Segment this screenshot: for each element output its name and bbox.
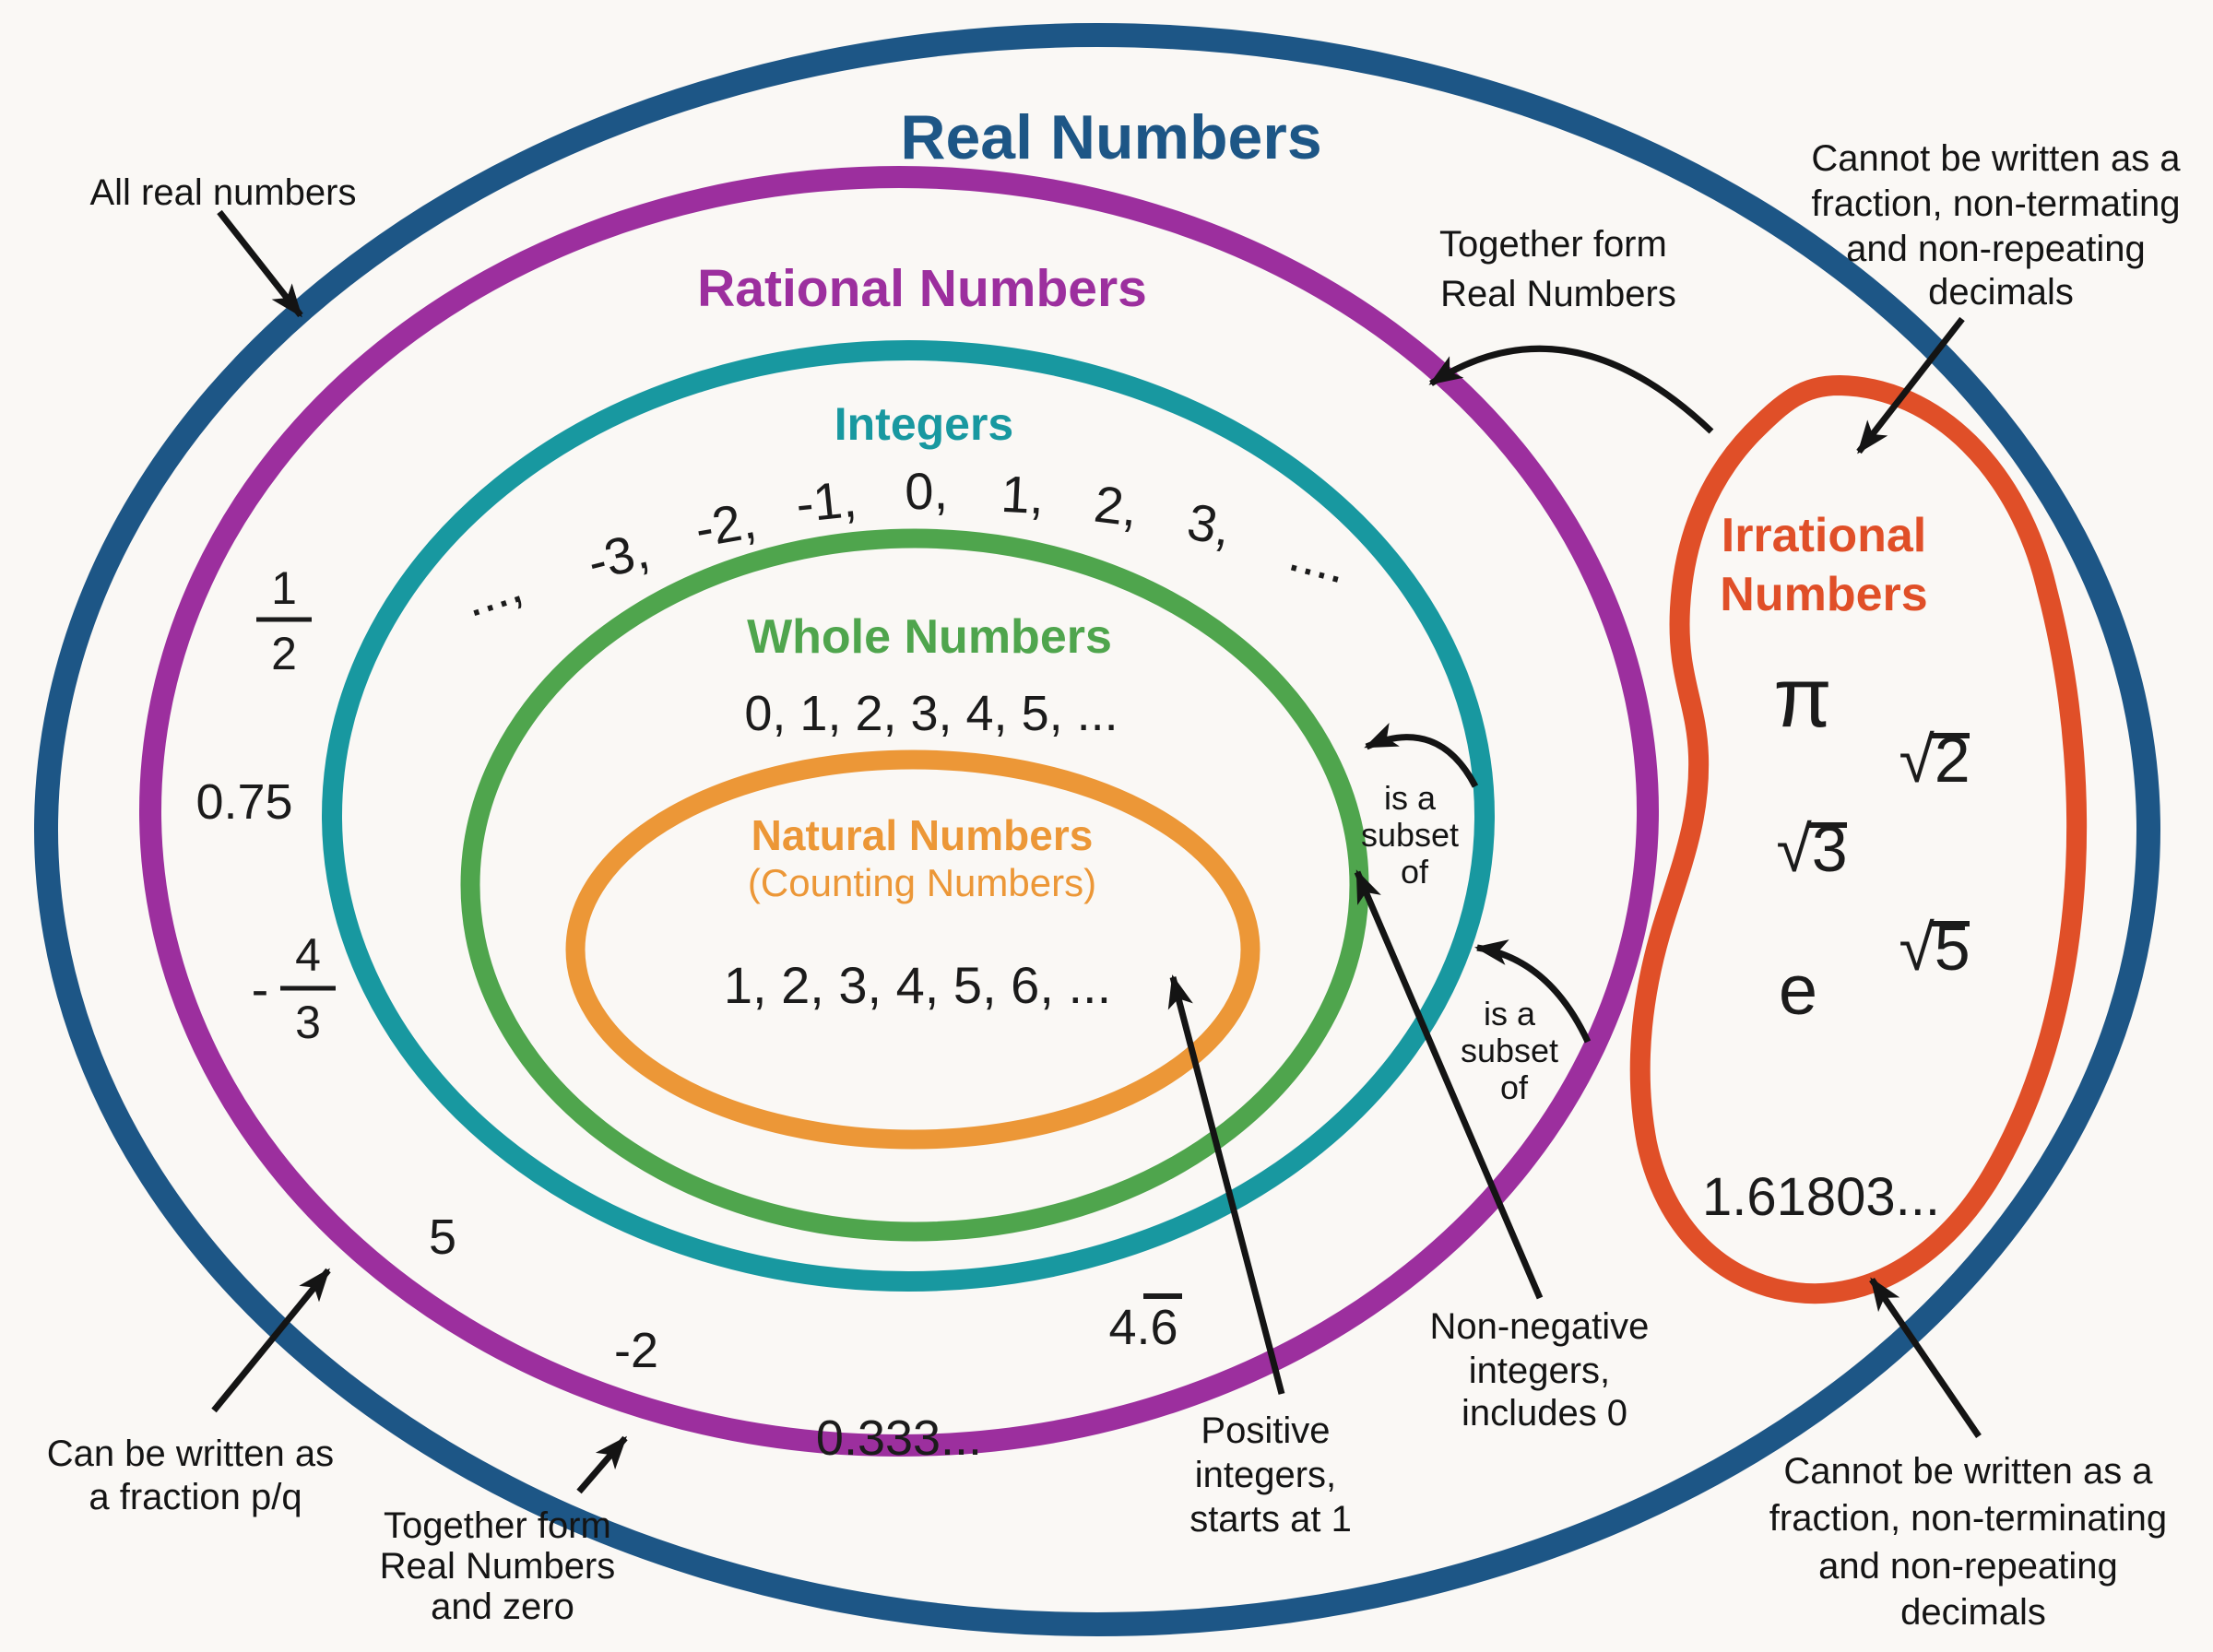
example-sqrt2: √2 — [1899, 724, 1970, 796]
counting-numbers-sublabel: (Counting Numbers) — [748, 861, 1096, 904]
arrow-cannot-top-to-blob — [1856, 316, 1965, 454]
annotation-line: decimals — [1900, 1592, 2046, 1633]
arrow-nonnegative-to-green-ring — [1354, 869, 1544, 1300]
annotation-positive-integers: Positive integers, starts at 1 — [1189, 1410, 1352, 1540]
fraction-denominator: 2 — [271, 628, 297, 679]
integer-item: -1, — [793, 469, 859, 533]
integer-item: .... — [1284, 524, 1354, 595]
annotation-line: a fraction p/q — [89, 1477, 302, 1517]
example-4-6-repeating: 4.6 — [1108, 1293, 1182, 1355]
fraction-one-half: 1 2 — [256, 562, 312, 679]
annotation-line: and non-repeating — [1846, 229, 2146, 269]
irrational-numbers-label-line2: Numbers — [1720, 568, 1927, 621]
annotation-line: fraction, non-termating — [1811, 183, 2180, 224]
example-e: e — [1779, 951, 1817, 1030]
example-pi: π — [1773, 651, 1831, 745]
annotation-cannot-bottom: Cannot be written as a fraction, non-ter… — [1769, 1451, 2177, 1633]
integer-item: -3, — [582, 521, 655, 592]
integer-item: 2, — [1091, 475, 1141, 537]
annotation-subset-upper: is a subset of — [1361, 779, 1468, 891]
example-golden-ratio: 1.61803... — [1702, 1167, 1940, 1227]
whole-numbers-list: 0, 1, 2, 3, 4, 5, ... — [744, 686, 1118, 741]
example-neg-2: -2 — [614, 1323, 658, 1378]
arrow-together-top-to-purple-ring — [1428, 345, 1714, 434]
annotation-all-real-numbers: All real numbers — [89, 172, 356, 213]
annotation-line: of — [1401, 853, 1429, 891]
example-sqrt3: √3 — [1776, 813, 1847, 885]
rational-numbers-ellipse — [139, 166, 1659, 1457]
annotation-together-form-top: Together form Real Numbers — [1439, 224, 1677, 314]
annotation-line: is a — [1384, 779, 1437, 817]
annotation-line: Cannot be written as a — [1783, 1451, 2153, 1492]
annotation-subset-lower: is a subset of — [1461, 995, 1568, 1106]
integer-item: 0, — [905, 462, 949, 521]
arrow-can-be-written-to-purple-ring — [211, 1268, 331, 1413]
annotation-line: decimals — [1928, 272, 2074, 313]
rational-numbers-label: Rational Numbers — [697, 259, 1147, 318]
integers-list: ..., -3, -2, -1, 0, 1, 2, 3, .... — [456, 462, 1355, 628]
integers-label: Integers — [834, 398, 1014, 450]
integer-item: 1, — [1000, 465, 1046, 525]
repeating-decimal-text: 4.6 — [1108, 1300, 1178, 1355]
integer-item: 3, — [1183, 491, 1237, 557]
annotation-line: Together form — [384, 1505, 611, 1546]
fraction-denominator: 3 — [295, 997, 321, 1048]
annotation-line: Non-negative — [1429, 1306, 1649, 1347]
annotation-line: Real Numbers — [1440, 274, 1676, 314]
annotation-line: of — [1500, 1068, 1529, 1106]
integer-item: -2, — [691, 490, 760, 558]
annotation-line: includes 0 — [1462, 1393, 1627, 1434]
fraction-sign: - — [252, 960, 269, 1018]
integers-ellipse — [322, 340, 1495, 1292]
natural-numbers-list: 1, 2, 3, 4, 5, 6, ... — [724, 956, 1111, 1014]
example-sqrt5: √5 — [1899, 912, 1970, 984]
annotation-line: integers, — [1469, 1351, 1610, 1391]
annotation-line: All real numbers — [89, 172, 356, 213]
integer-item: ..., — [456, 555, 529, 628]
annotation-together-zero: Together form Real Numbers and zero — [380, 1505, 626, 1627]
fraction-neg-four-thirds: - 4 3 — [252, 929, 336, 1048]
annotation-line: subset — [1361, 816, 1459, 854]
annotation-line: Cannot be written as a — [1811, 138, 2181, 179]
arrow-all-real-to-blue-ring — [217, 209, 303, 318]
annotation-nonnegative-integers: Non-negative integers, includes 0 — [1429, 1306, 1659, 1434]
annotation-can-be-written: Can be written as a fraction p/q — [47, 1434, 344, 1517]
annotation-line: integers, — [1195, 1455, 1336, 1495]
natural-numbers-label: Natural Numbers — [751, 811, 1094, 859]
arrow-positive-to-natural-list — [1167, 974, 1285, 1395]
fraction-numerator: 1 — [271, 562, 297, 614]
fraction-numerator: 4 — [295, 929, 321, 981]
annotation-line: Positive — [1201, 1410, 1330, 1451]
annotation-line: Can be written as — [47, 1434, 334, 1474]
annotation-line: fraction, non-terminating — [1769, 1498, 2167, 1539]
example-0-333: 0.333... — [816, 1410, 982, 1466]
annotation-cannot-top: Cannot be written as a fraction, non-ter… — [1811, 138, 2190, 313]
arrow-cannot-bottom-to-blob — [1869, 1277, 1982, 1438]
natural-numbers-ellipse — [565, 749, 1260, 1150]
real-numbers-label: Real Numbers — [900, 102, 1321, 172]
arrow-subset-upper-to-green-ring — [1364, 722, 1479, 788]
arrow-subset-lower-to-teal-ring — [1474, 939, 1592, 1044]
annotation-line: is a — [1484, 995, 1536, 1032]
arrow-together-zero-to-purple-ring — [576, 1435, 628, 1494]
annotation-line: Together form — [1439, 224, 1667, 265]
whole-numbers-label: Whole Numbers — [747, 610, 1112, 664]
annotation-line: and non-repeating — [1818, 1546, 2118, 1587]
annotation-line: Real Numbers — [380, 1546, 616, 1587]
annotation-line: and zero — [431, 1587, 574, 1627]
annotation-line: starts at 1 — [1189, 1499, 1352, 1540]
irrational-numbers-blob — [1629, 374, 2088, 1304]
example-0-75: 0.75 — [195, 774, 292, 830]
example-5: 5 — [429, 1210, 456, 1265]
annotation-line: subset — [1461, 1032, 1558, 1069]
irrational-numbers-label-line1: Irrational — [1722, 509, 1927, 562]
real-numbers-ellipse — [34, 23, 2160, 1636]
